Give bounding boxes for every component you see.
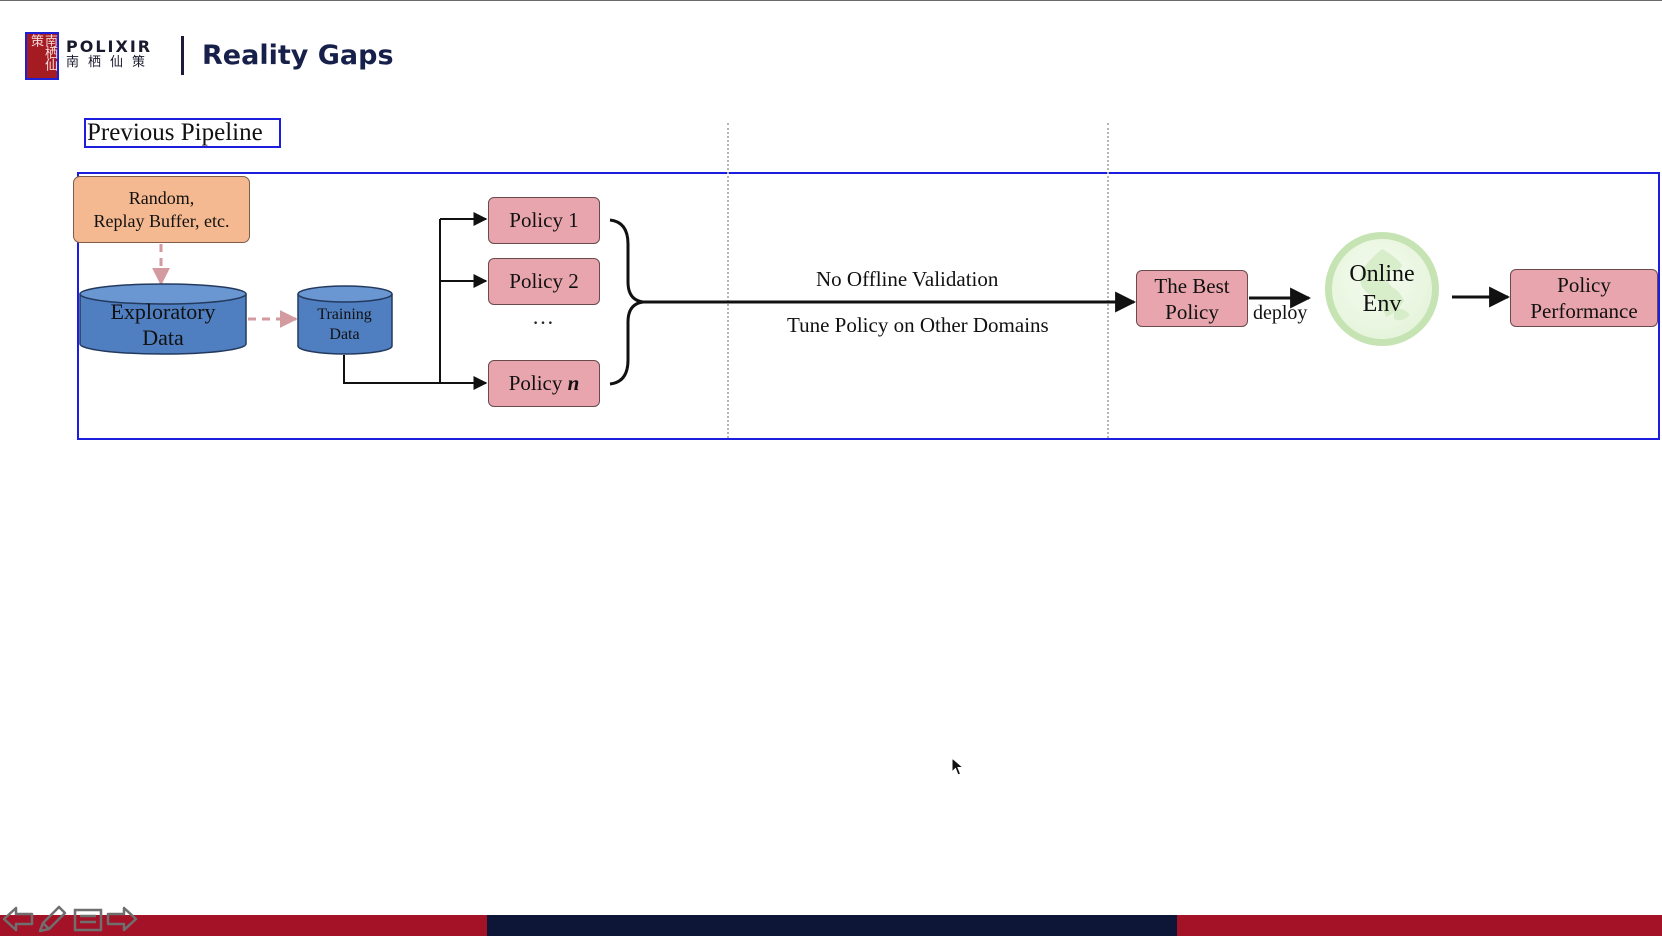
brand-name-chinese: 南栖仙策 xyxy=(66,55,155,70)
section-label: Previous Pipeline xyxy=(84,118,281,148)
exploratory-line-1: Exploratory xyxy=(110,299,216,324)
policy-n-variable: n xyxy=(567,371,580,395)
pipeline-frame xyxy=(77,172,1660,440)
exploratory-data-label: Exploratory Data xyxy=(80,298,246,352)
training-to-policies-connector xyxy=(343,212,488,390)
slide-title: Reality Gaps xyxy=(202,40,394,71)
training-line-1: Training xyxy=(317,306,372,323)
arrow-left-icon[interactable] xyxy=(2,904,34,934)
online-env-line-1: Online xyxy=(1349,261,1415,287)
deploy-label: deploy xyxy=(1253,302,1308,324)
mouse-cursor-icon xyxy=(951,757,965,776)
slides-menu-icon[interactable] xyxy=(72,904,104,934)
tune-policy-text: Tune Policy on Other Domains xyxy=(787,313,1049,337)
column-separator-left xyxy=(727,123,729,438)
policy-n-box: Policy n xyxy=(488,360,600,407)
training-line-2: Data xyxy=(329,326,360,343)
source-line-1: Random, xyxy=(128,187,195,208)
column-separator-right xyxy=(1107,123,1109,438)
seal-text: 南栖仙策 xyxy=(28,34,57,70)
training-data-cylinder xyxy=(297,285,393,355)
performance-line-1: Policy xyxy=(1557,273,1611,297)
top-border-line xyxy=(0,0,1662,1)
best-policy-line-1: The Best xyxy=(1154,273,1230,298)
policy-n-prefix: Policy xyxy=(508,371,568,395)
best-policy-box: The Best Policy xyxy=(1136,270,1248,327)
training-data-label: Training Data xyxy=(297,303,392,347)
performance-line-2: Performance xyxy=(1530,299,1638,323)
exploratory-data-cylinder xyxy=(79,283,247,355)
brand-name-english: POLIXIR xyxy=(66,37,153,56)
pen-icon[interactable] xyxy=(36,904,68,934)
online-env-label: Online Env xyxy=(1325,232,1439,346)
policy-performance-box: Policy Performance xyxy=(1510,269,1658,327)
footer-bar-center xyxy=(487,915,1177,936)
globe-icon xyxy=(1325,232,1439,346)
arrow-right-icon[interactable] xyxy=(106,904,138,934)
online-env-line-2: Env xyxy=(1362,291,1402,317)
policy-ellipsis: … xyxy=(532,304,556,329)
header-divider xyxy=(181,36,184,75)
no-offline-validation-text: No Offline Validation xyxy=(816,267,999,291)
policy-2-box: Policy 2 xyxy=(488,258,600,305)
source-line-2: Replay Buffer, etc. xyxy=(93,210,230,231)
policies-curly-brace xyxy=(609,218,644,386)
polixir-seal-logo: 南栖仙策 xyxy=(25,32,59,80)
exploratory-line-2: Data xyxy=(142,325,184,350)
data-source-box: Random, Replay Buffer, etc. xyxy=(73,176,250,243)
best-policy-line-2: Policy xyxy=(1165,299,1219,324)
policy-1-box: Policy 1 xyxy=(488,197,600,244)
